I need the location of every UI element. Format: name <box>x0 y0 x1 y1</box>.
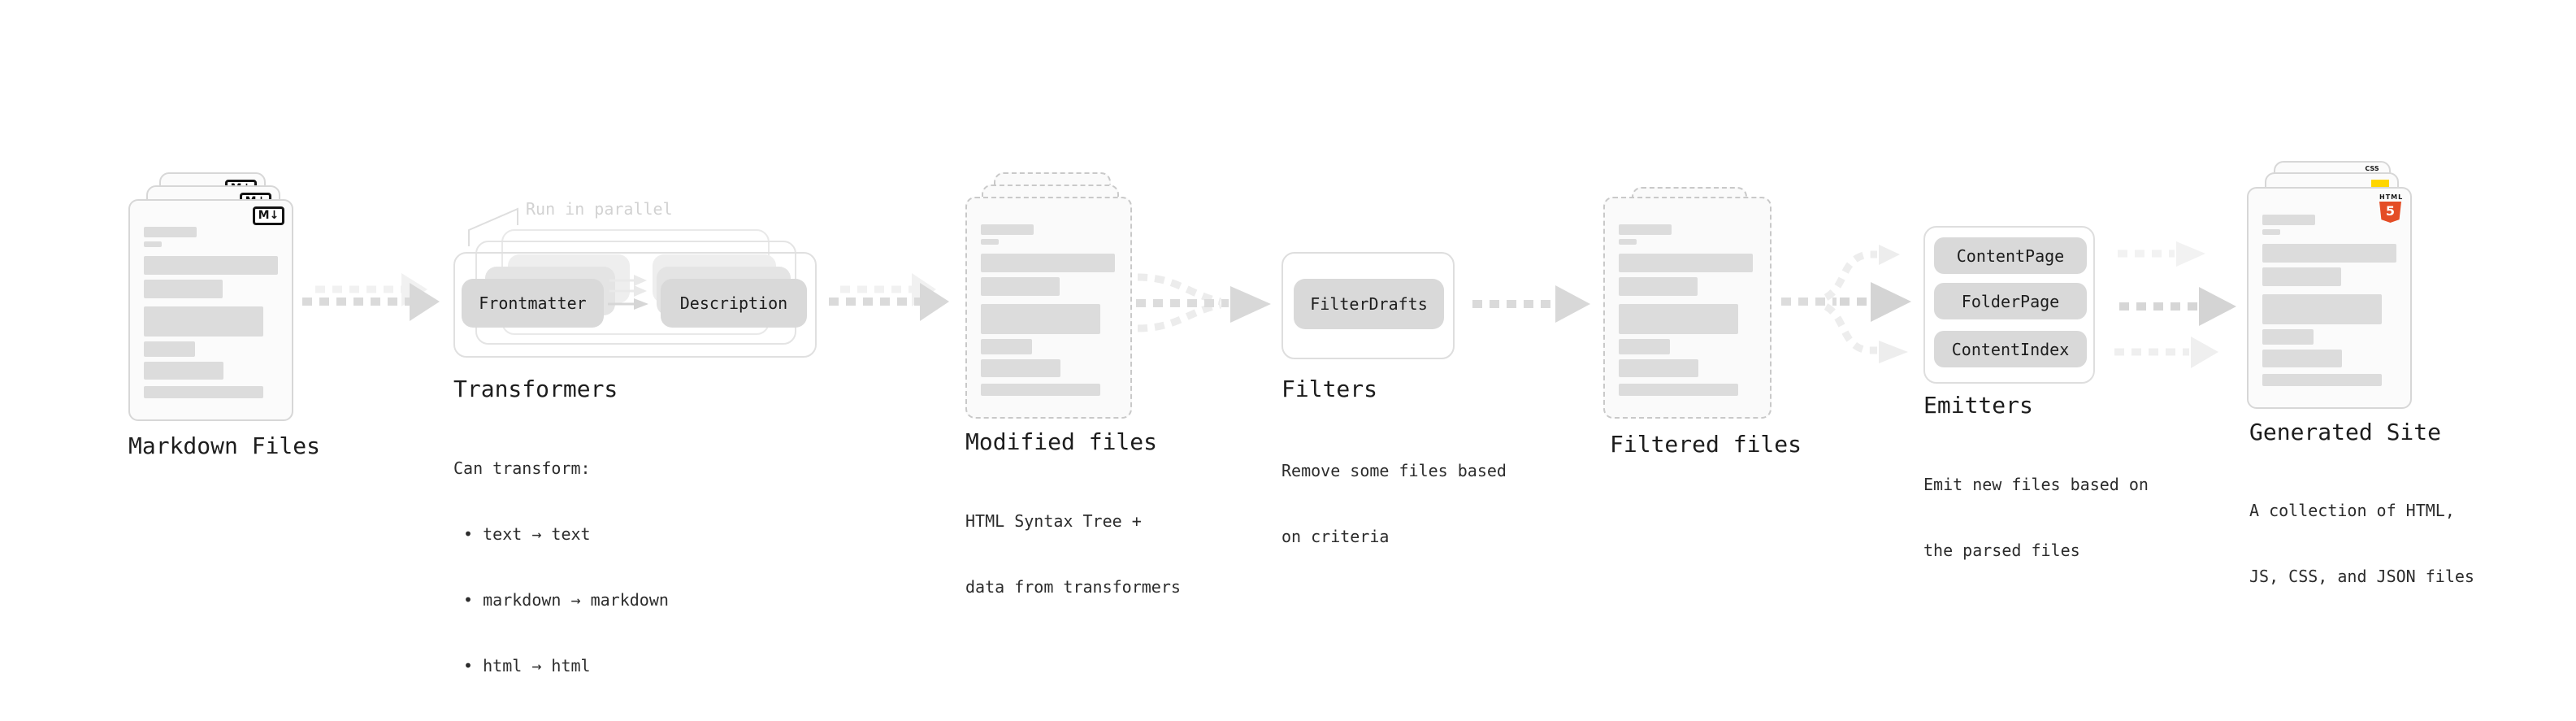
run-in-parallel-leader-line <box>468 207 518 246</box>
arrow-transformers-to-modified <box>829 273 949 321</box>
text-placeholder-bar <box>144 386 263 398</box>
text-placeholder-bar <box>1619 384 1738 396</box>
text-placeholder-bar <box>981 277 1060 296</box>
folderpage-emitter-button: FolderPage <box>1934 283 2087 319</box>
desc-line: data from transformers <box>965 577 1181 597</box>
text-placeholder-bar <box>2262 350 2342 367</box>
text-placeholder-bar <box>144 362 223 380</box>
stage-desc-filters: Remove some files based on criteria <box>1281 416 1507 592</box>
text-placeholder-bar <box>1619 239 1637 245</box>
text-placeholder-bar <box>2262 294 2382 324</box>
arrow-markdown-to-transformers <box>302 273 440 321</box>
run-in-parallel-annotation: Run in parallel <box>526 199 673 219</box>
desc-line: JS, CSS, and JSON files <box>2249 567 2474 586</box>
text-placeholder-bar <box>1619 304 1738 334</box>
text-placeholder-bar <box>981 239 999 245</box>
text-placeholder-bar <box>144 341 195 357</box>
stage-title-markdown-files: Markdown Files <box>128 432 321 459</box>
stage-title-generated-site: Generated Site <box>2249 419 2442 445</box>
arrow-filtered-to-emitters <box>1781 245 1911 363</box>
stage-desc-generated-site: A collection of HTML, JS, CSS, and JSON … <box>2249 456 2474 632</box>
text-placeholder-bar <box>144 306 263 337</box>
arrow-filters-to-filtered <box>1472 285 1590 323</box>
frontmatter-transformer-button: Frontmatter <box>462 279 604 328</box>
html5-icon-shield: 5 <box>2379 202 2401 223</box>
text-placeholder-bar <box>144 227 197 237</box>
text-placeholder-bar <box>1619 359 1698 377</box>
stage-desc-modified-files: HTML Syntax Tree + data from transformer… <box>965 467 1181 642</box>
text-placeholder-bar <box>981 339 1032 354</box>
text-placeholder-bar <box>1619 254 1753 272</box>
markdown-icon: M↓ <box>253 206 284 225</box>
css-icon-label: CSS <box>2365 165 2379 172</box>
generated-file-card-html: HTML 5 <box>2247 187 2412 409</box>
stage-title-modified-files: Modified files <box>965 428 1158 455</box>
text-placeholder-bar <box>1619 277 1698 296</box>
desc-line: Remove some files based <box>1281 461 1507 480</box>
html5-icon: HTML 5 <box>2379 193 2404 223</box>
modified-file-card-front <box>965 197 1132 419</box>
text-placeholder-bar <box>981 254 1115 272</box>
desc-line: Emit new files based on <box>1923 475 2149 494</box>
text-placeholder-bar <box>2262 244 2396 263</box>
text-placeholder-bar <box>2262 267 2341 286</box>
text-placeholder-bar <box>2262 229 2280 235</box>
desc-line: HTML Syntax Tree + <box>965 511 1142 531</box>
stage-title-transformers: Transformers <box>453 376 618 402</box>
desc-line: • text → text <box>453 524 591 544</box>
stage-title-emitters: Emitters <box>1923 392 2033 419</box>
text-placeholder-bar <box>2262 215 2315 225</box>
mini-arrow-icon <box>608 275 648 310</box>
text-placeholder-bar <box>144 280 223 298</box>
desc-line: • html → html <box>453 656 591 675</box>
filterdrafts-button: FilterDrafts <box>1294 279 1444 329</box>
text-placeholder-bar <box>2262 329 2314 345</box>
text-placeholder-bar <box>981 224 1034 235</box>
stage-title-filters: Filters <box>1281 376 1378 402</box>
desc-line: A collection of HTML, <box>2249 501 2455 520</box>
text-placeholder-bar <box>2262 374 2382 386</box>
stage-title-filtered-files: Filtered files <box>1610 431 1802 458</box>
text-placeholder-bar <box>1619 224 1672 235</box>
desc-line: • markdown → markdown <box>453 590 669 610</box>
arrow-emitters-to-generated <box>2114 241 2236 368</box>
filtered-file-card-front <box>1603 197 1772 419</box>
stage-desc-emitters: Emit new files based on the parsed files <box>1923 430 2149 606</box>
text-placeholder-bar <box>981 359 1060 377</box>
text-placeholder-bar <box>144 241 162 247</box>
contentpage-emitter-button: ContentPage <box>1934 237 2087 274</box>
description-transformer-button: Description <box>661 279 807 328</box>
flow-arrows-layer <box>302 207 2236 368</box>
contentindex-emitter-button: ContentIndex <box>1934 331 2087 367</box>
desc-line: the parsed files <box>1923 541 2080 560</box>
pipeline-diagram-canvas: { "stages": { "markdown_files": { "title… <box>128 161 2474 675</box>
markdown-file-card-front: M↓ <box>128 199 293 421</box>
stage-desc-transformers: Can transform: • text → text • markdown … <box>453 414 669 721</box>
desc-line: on criteria <box>1281 527 1390 546</box>
html5-icon-label: HTML <box>2379 193 2404 201</box>
text-placeholder-bar <box>144 256 278 275</box>
parallel-flow-arrows <box>608 275 648 310</box>
text-placeholder-bar <box>981 304 1100 334</box>
text-placeholder-bar <box>981 384 1100 396</box>
arrow-modified-to-filters <box>1136 273 1271 332</box>
desc-line: Can transform: <box>453 458 591 478</box>
transformer-box-front <box>453 252 817 358</box>
text-placeholder-bar <box>1619 339 1670 354</box>
